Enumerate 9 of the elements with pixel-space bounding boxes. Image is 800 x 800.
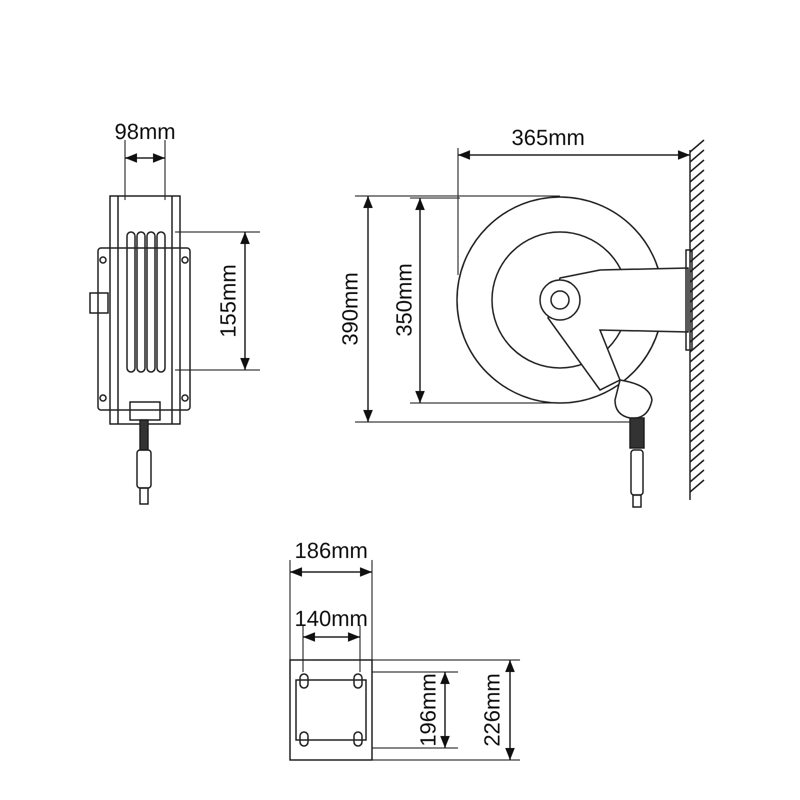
dimension-label: 140mm	[294, 607, 368, 631]
dimension-label: 98mm	[114, 120, 176, 144]
dimension-label: 196mm	[416, 673, 440, 747]
dimension-label: 186mm	[294, 539, 368, 563]
dimension-label: 365mm	[512, 126, 585, 150]
dimension-label: 350mm	[392, 263, 416, 337]
dimension-label: 226mm	[480, 673, 504, 747]
dimension-label: 390mm	[338, 272, 362, 346]
dimension-label: 155mm	[216, 264, 240, 338]
